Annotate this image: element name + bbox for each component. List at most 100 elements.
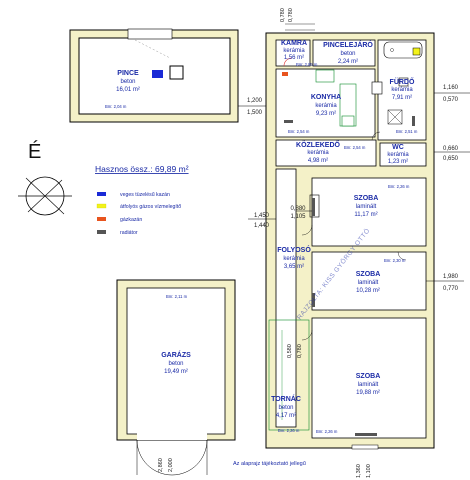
svg-text:1,23 m²: 1,23 m²	[388, 159, 408, 165]
gas-boiler-marker	[282, 72, 288, 76]
water-heater-marker	[412, 47, 421, 56]
dim-label: 0,660	[443, 146, 459, 152]
svg-text:GARÁZS: GARÁZS	[161, 350, 191, 359]
room-label-konyha: KONYHA kerámia 9,23 m² Bm: 2,54 m	[288, 94, 341, 134]
garage-block	[116, 279, 236, 476]
svg-text:beton: beton	[278, 405, 293, 411]
legend-swatch-0	[97, 192, 106, 196]
bathtub	[383, 41, 423, 59]
chimney-marker	[169, 65, 184, 80]
legend: veges tüzelésű kazán átfolyós gázos vízm…	[96, 192, 181, 236]
svg-text:laminált: laminált	[358, 382, 379, 388]
svg-text:FOLYOSÓ: FOLYOSÓ	[277, 245, 311, 254]
dim-label: 1,500	[247, 110, 263, 116]
dim-label: 1,980	[443, 274, 459, 280]
radiator	[312, 198, 315, 216]
room-label-szoba-1: SZOBA laminált 11,17 m² Bm: 2,26 m	[354, 184, 410, 218]
room-label-tornac: TORNÁC beton 4,17 m² Bm: 2,26 m	[271, 394, 301, 433]
svg-text:16,01 m²: 16,01 m²	[116, 87, 140, 93]
svg-text:beton: beton	[120, 79, 135, 85]
svg-text:11,17 m²: 11,17 m²	[354, 212, 377, 218]
dimensions: 0,780 0,780 1,200 1,500 1,160 0,570 0,66…	[158, 8, 470, 478]
radiator	[412, 116, 415, 126]
svg-text:3,65 m²: 3,65 m²	[284, 264, 304, 270]
room-kamra-area	[275, 39, 311, 67]
stairs	[285, 23, 315, 31]
svg-text:kerámia: kerámia	[315, 103, 337, 109]
svg-text:Bm: 2,04 m: Bm: 2,04 m	[105, 104, 127, 109]
svg-text:Bm: 2,26 m: Bm: 2,26 m	[278, 428, 300, 433]
svg-text:10,28 m²: 10,28 m²	[356, 288, 380, 294]
dim-label: 0,570	[443, 97, 459, 103]
dim-label: 0,780	[297, 344, 303, 358]
room-label-furdo: FÜRDŐ kerámia 7,91 m² Bm: 2,51 m	[390, 77, 418, 134]
svg-text:KÖZLEKEDŐ: KÖZLEKEDŐ	[296, 140, 341, 149]
disclaimer-note: Az alaprajz tájékoztató jellegű	[233, 461, 306, 467]
dim-label: 1,160	[443, 85, 459, 91]
svg-text:kerámia: kerámia	[307, 150, 329, 156]
svg-text:kerámia: kerámia	[391, 87, 413, 93]
svg-text:19,49 m²: 19,49 m²	[164, 369, 188, 375]
svg-text:laminált: laminált	[356, 204, 377, 210]
legend-swatch-1	[96, 203, 107, 209]
svg-text:KONYHA: KONYHA	[311, 94, 341, 101]
tornac-outline	[268, 319, 310, 431]
room-label-pincelejaro: PINCELEJÁRÓ beton 2,24 m²	[323, 40, 373, 65]
dim-label: 0,880	[290, 206, 306, 212]
room-label-kamra: KAMRA kerámia 1,56 m² Bm: 2,85 m	[281, 40, 318, 67]
legend-item: radiátor	[120, 230, 138, 236]
svg-text:beton: beton	[340, 51, 355, 57]
room-label-kozlekedo: KÖZLEKEDŐ kerámia 4,98 m² Bm: 2,54 m	[296, 140, 366, 164]
svg-text:kerámia: kerámia	[283, 256, 305, 262]
svg-text:2,24 m²: 2,24 m²	[338, 59, 358, 65]
legend-item: átfolyós gázos vízmelegítő	[120, 204, 181, 210]
svg-text:kerámia: kerámia	[387, 152, 409, 158]
main-house	[265, 23, 435, 450]
svg-text:Bm: 2,85 m: Bm: 2,85 m	[296, 62, 318, 67]
svg-text:7,91 m²: 7,91 m²	[392, 95, 412, 101]
room-wc-area	[379, 142, 427, 167]
radiator	[284, 120, 293, 123]
legend-item: gázkazán	[120, 217, 142, 223]
solid-fuel-boiler-marker	[152, 70, 163, 78]
room-pincelejaro-area	[312, 39, 376, 67]
room-folyoso-area	[275, 168, 297, 428]
svg-text:4,98 m²: 4,98 m²	[308, 158, 328, 164]
svg-text:4,17 m²: 4,17 m²	[276, 413, 296, 419]
svg-text:SZOBA: SZOBA	[356, 271, 381, 278]
dim-label: 2,860	[158, 458, 164, 472]
svg-text:Bm: 2,54 m: Bm: 2,54 m	[288, 129, 310, 134]
room-szoba3-area	[311, 317, 427, 439]
dim-label: 1,105	[290, 214, 306, 220]
dim-label: 1,440	[254, 223, 270, 229]
dim-label: 0,780	[288, 8, 294, 22]
svg-text:PINCE: PINCE	[117, 70, 139, 77]
room-kozlekedo-area	[275, 139, 377, 167]
room-label-wc: WC kerámia 1,23 m²	[387, 144, 409, 165]
svg-text:Bm: 2,30 m: Bm: 2,30 m	[384, 258, 406, 263]
svg-text:19,88 m²: 19,88 m²	[356, 390, 380, 396]
room-label-szoba-3: SZOBA laminált 19,88 m² Bm: 2,26 m	[316, 373, 380, 434]
svg-text:1,56 m²: 1,56 m²	[284, 55, 304, 61]
legend-swatch-3	[97, 230, 106, 234]
radiator	[355, 433, 377, 436]
radiator	[312, 293, 315, 307]
dim-label: 1,200	[247, 98, 263, 104]
room-szoba1-area	[311, 177, 427, 247]
compass-icon	[18, 176, 72, 216]
svg-text:beton: beton	[168, 361, 183, 367]
dim-label: 0,650	[443, 156, 459, 162]
svg-text:PINCELEJÁRÓ: PINCELEJÁRÓ	[323, 40, 373, 49]
svg-text:kerámia: kerámia	[283, 48, 305, 54]
dim-label: 2,000	[168, 458, 174, 472]
dim-label: 1,360	[356, 464, 362, 478]
svg-text:Bm: 2,54 m: Bm: 2,54 m	[344, 145, 366, 150]
room-szoba2-area	[311, 251, 427, 311]
dim-label: 0,580	[287, 344, 293, 358]
legend-item: veges tüzelésű kazán	[120, 192, 170, 198]
svg-text:SZOBA: SZOBA	[356, 373, 381, 380]
cellar-block	[69, 28, 239, 123]
svg-text:Bm: 2,11 m: Bm: 2,11 m	[166, 294, 188, 299]
dim-label: 0,780	[280, 8, 286, 22]
